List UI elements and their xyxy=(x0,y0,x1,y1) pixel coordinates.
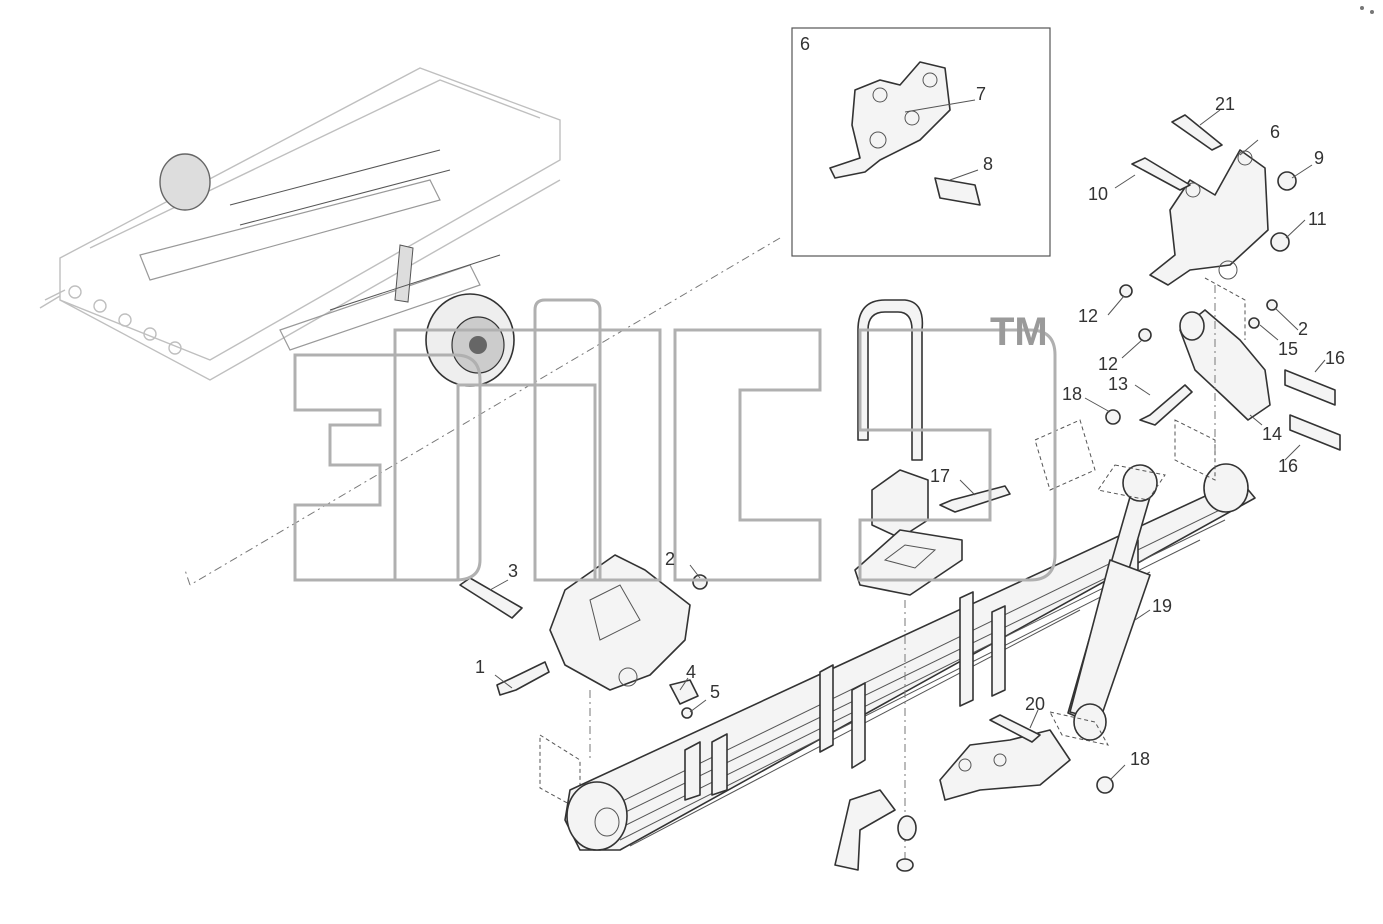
shock-absorber xyxy=(1049,464,1166,746)
callout-label: 14 xyxy=(1262,424,1282,444)
callout-label: 18 xyxy=(1130,749,1150,769)
callout-label: 16 xyxy=(1278,456,1298,476)
callout-label: 13 xyxy=(1108,374,1128,394)
chassis-overview xyxy=(39,67,561,387)
inset-label: 6 xyxy=(800,34,810,54)
callout-labels: 1 2 2 3 4 5 6 7 8 9 10 11 12 12 13 14 15… xyxy=(475,84,1345,769)
callout-label: 3 xyxy=(508,561,518,581)
callout-label: 12 xyxy=(1098,354,1118,374)
lower-bracket xyxy=(939,714,1114,801)
detail-inset: 6 xyxy=(184,27,1051,586)
callout-label: 1 xyxy=(475,657,485,677)
callout-label: 18 xyxy=(1062,384,1082,404)
rear-hanger-assembly xyxy=(939,114,1341,513)
callout-label: 6 xyxy=(1270,122,1280,142)
callout-label: 2 xyxy=(1298,319,1308,339)
callout-label: 15 xyxy=(1278,339,1298,359)
callout-label: 16 xyxy=(1325,348,1345,368)
callout-label: 12 xyxy=(1078,306,1098,326)
callout-label: 10 xyxy=(1088,184,1108,204)
callout-label: 20 xyxy=(1025,694,1045,714)
callout-label: 19 xyxy=(1152,596,1172,616)
watermark-trademark: TM xyxy=(990,310,1048,354)
callout-label: 17 xyxy=(930,466,950,486)
callout-label: 7 xyxy=(976,84,986,104)
callout-label: 4 xyxy=(686,662,696,682)
corner-mark xyxy=(1360,6,1374,14)
callout-label: 5 xyxy=(710,682,720,702)
callout-label: 21 xyxy=(1215,94,1235,114)
watermark: TM xyxy=(293,298,1057,582)
callout-label: 9 xyxy=(1314,148,1324,168)
leader-lines xyxy=(489,109,1326,781)
callout-label: 2 xyxy=(665,549,675,569)
callout-label: 11 xyxy=(1308,209,1327,229)
callout-label: 8 xyxy=(983,154,993,174)
